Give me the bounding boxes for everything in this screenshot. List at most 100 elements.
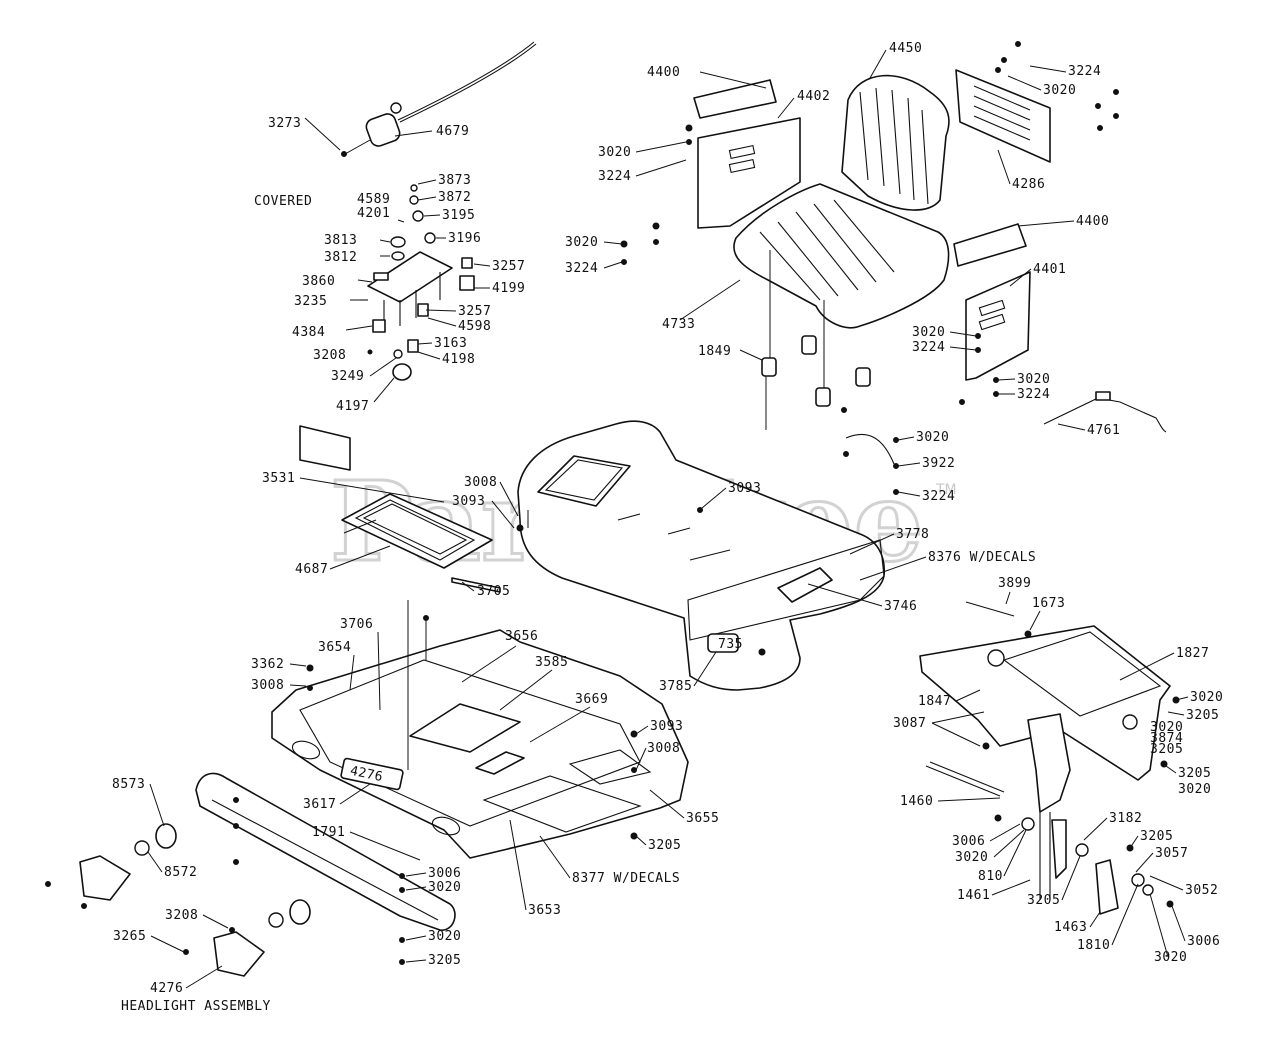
part-label-3257a: 3257 [492,259,525,274]
frame-brand-plate: 4276 [349,764,385,786]
part-label-3020b: 3020 [565,235,598,250]
part-label-3205d: 3205 [648,838,681,853]
part-label-3020h: 3020 [1150,720,1183,735]
part-label-3020c: 3020 [1043,83,1076,98]
part-label-3585: 3585 [535,655,568,670]
part-label-3008a: 3008 [464,475,497,490]
part-label-3087: 3087 [893,716,926,731]
part-label-3020e: 3020 [1017,372,1050,387]
part-label-3093b: 3093 [728,481,761,496]
part-label-3020k: 3020 [428,880,461,895]
part-label-3006b: 3006 [428,866,461,881]
part-label-1849: 1849 [698,344,731,359]
part-label-4201: 4201 [357,206,390,221]
part-label-1847: 1847 [918,694,951,709]
part-label-3812: 3812 [324,250,357,265]
part-label-4198: 4198 [442,352,475,367]
part-label-1463: 1463 [1054,920,1087,935]
part-label-4589: 4589 [357,192,390,207]
part-label-4733: 4733 [662,317,695,332]
part-label-4384: 4384 [292,325,325,340]
part-label-3020i: 3020 [1178,782,1211,797]
part-label-3874: 3874 [1150,731,1183,746]
part-label-3205g: 3205 [428,953,461,968]
leader-lines [147,49,1189,989]
part-label-3224b: 3224 [565,261,598,276]
part-label-3778: 3778 [896,527,929,542]
part-label-3020g: 3020 [1190,690,1223,705]
part-label-3020l: 3020 [428,929,461,944]
part-label-3746: 3746 [884,599,917,614]
part-label-3706: 3706 [340,617,373,632]
part-label-3182: 3182 [1109,811,1142,826]
part-label-3669: 3669 [575,692,608,707]
part-label-3273: 3273 [268,116,301,131]
part-label-1810: 1810 [1077,938,1110,953]
part-label-3020j: 3020 [955,850,988,865]
body-shroud-8376 [516,420,885,691]
watermark-trademark: TM [935,482,957,498]
part-label-1460: 1460 [900,794,933,809]
front-bumper-1791 [45,772,456,977]
part-label-1791: 1791 [312,825,345,840]
part-label-3020d: 3020 [912,325,945,340]
part-label-3163: 3163 [434,336,467,351]
part-label-4199: 4199 [492,281,525,296]
part-label-810: 810 [978,869,1003,884]
part-label-3057: 3057 [1155,846,1188,861]
part-label-3093a: 3093 [452,494,485,509]
control-plate-3860 [360,184,475,381]
part-label-3008b: 3008 [251,678,284,693]
part-label-3873: 3873 [438,173,471,188]
part-label-8573: 8573 [112,777,145,792]
part-label-3872: 3872 [438,190,471,205]
part-label-4400b: 4400 [1076,214,1109,229]
part-label-3020a: 3020 [598,145,631,160]
part-label-3655: 3655 [686,811,719,826]
part-label-headlight: HEADLIGHT ASSEMBLY [121,999,271,1014]
part-label-3257b: 3257 [458,304,491,319]
part-label-4401: 4401 [1033,262,1066,277]
part-label-1461: 1461 [957,888,990,903]
part-label-3205f: 3205 [1027,893,1060,908]
part-label-3195: 3195 [442,208,475,223]
part-label-3249: 3249 [331,369,364,384]
part-label-4276: 4276 [150,981,183,996]
part-label-3208a: 3208 [313,348,346,363]
part-label-1827: 1827 [1176,646,1209,661]
part-label-3052: 3052 [1185,883,1218,898]
part-label-3531: 3531 [262,471,295,486]
part-label-3705: 3705 [477,584,510,599]
part-label-3006c: 3006 [1187,934,1220,949]
part-label-3224c: 3224 [1068,64,1101,79]
part-label-4400a: 4400 [647,65,680,80]
part-label-8572: 8572 [164,865,197,880]
part-label-3205c: 3205 [1178,766,1211,781]
part-label-3235: 3235 [294,294,327,309]
part-label-3093c: 3093 [650,719,683,734]
part-label-3224f: 3224 [922,489,955,504]
throttle-cable-4679 [341,41,537,157]
part-label-3224d: 3224 [912,340,945,355]
part-label-3653: 3653 [528,903,561,918]
part-label-3020m: 3020 [1154,950,1187,965]
part-label-4286: 4286 [1012,177,1045,192]
part-label-3922: 3922 [922,456,955,471]
part-label-3205b: 3205 [1150,742,1183,757]
part-label-4679: 4679 [436,124,469,139]
part-label-3224e: 3224 [1017,387,1050,402]
part-label-covered: COVERED [254,194,312,209]
part-label-3362: 3362 [251,657,284,672]
part-label-4402: 4402 [797,89,830,104]
part-label-3008c: 3008 [647,741,680,756]
part-label-3020f: 3020 [916,430,949,445]
part-label-3205e: 3205 [1140,829,1173,844]
mounting-bracket-1827 [919,601,1180,915]
part-label-735: 735 [718,637,743,652]
part-label-3813: 3813 [324,233,357,248]
part-label-4450: 4450 [889,41,922,56]
part-label-8377: 8377 W/DECALS [572,871,680,886]
part-label-3006a: 3006 [952,834,985,849]
